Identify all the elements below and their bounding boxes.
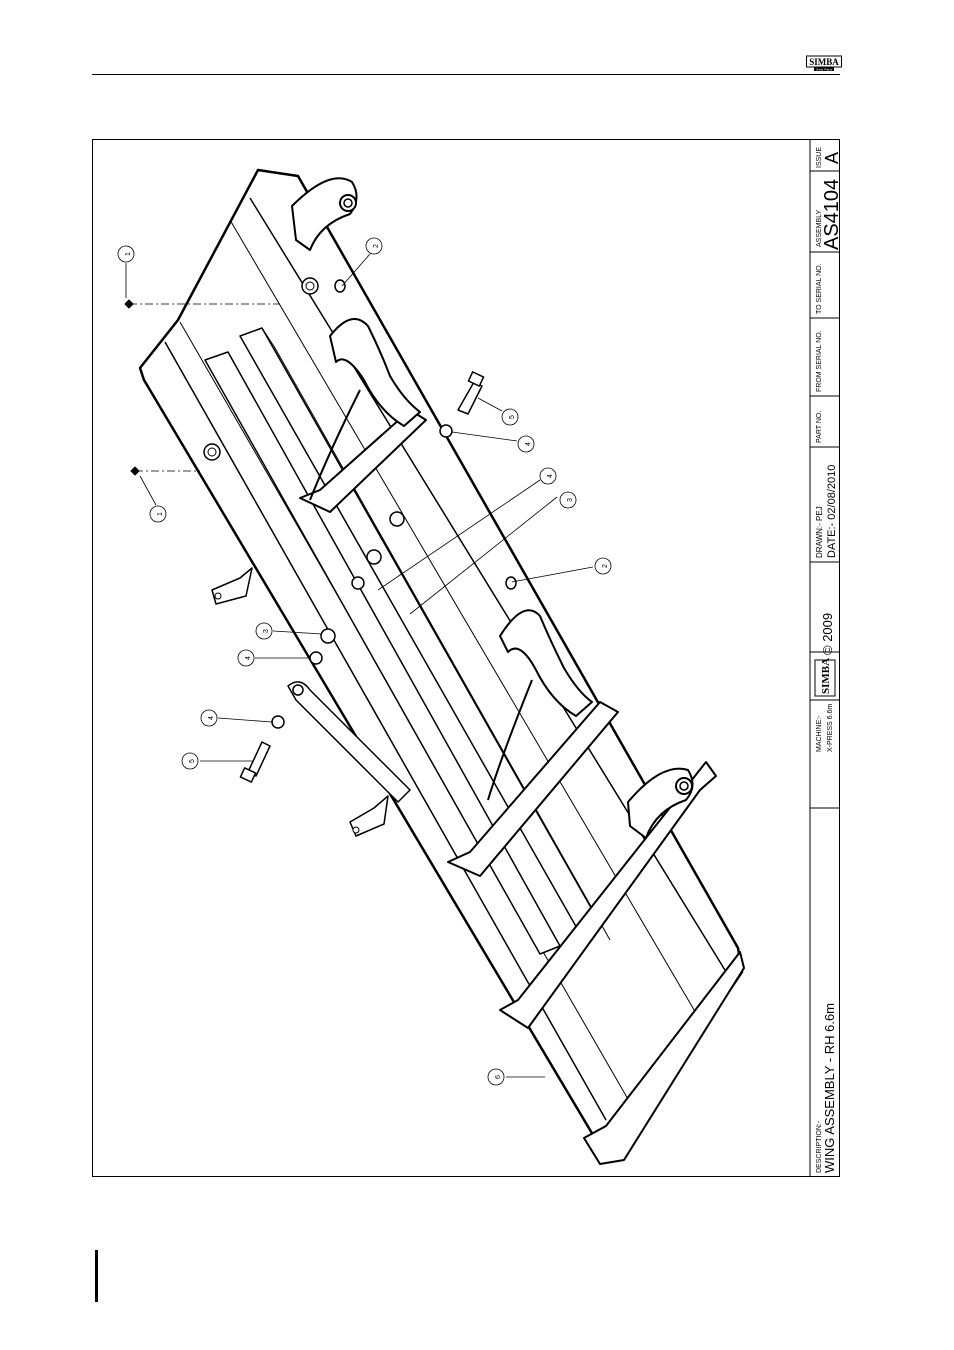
simba-title-logo: SIMBA [815,658,835,696]
machine-label: MACHINE:- [816,715,823,752]
callout-4-upper-a: 4 [547,474,554,478]
callout-3-lower: 3 [263,629,270,633]
drawing-date: DATE:- 02/08/2010 [826,465,838,558]
issue-value: A [822,152,842,164]
footer-bar [95,1250,98,1302]
assembly-number: AS4104 [821,179,843,250]
callout-3-upper: 3 [567,498,574,502]
drawn-by: DRAWN:- PEJ [815,506,824,558]
callout-6: 6 [495,1075,502,1079]
copyright-text: © 2009 [820,613,835,655]
to-serial-label: TO SERIAL NO. [816,263,823,314]
callout-4-lower-a: 4 [208,716,215,720]
callout-5-upper: 5 [509,415,516,419]
callout-4-upper-b: 4 [525,442,532,446]
part-no-label: PART NO. [816,411,823,443]
wing-assembly-drawing [125,170,744,1164]
description-value: WING ASSEMBLY - RH 6.6m [822,1003,837,1173]
callout-1-lower: 1 [157,512,164,516]
callout-5-lower: 5 [189,759,196,763]
svg-text:SIMBA: SIMBA [820,658,832,694]
callout-1-upper: 1 [125,252,132,256]
from-serial-label: FROM SERIAL NO. [816,330,823,392]
machine-value: X-PRESS 6.6m [827,704,834,752]
callout-2-upper: 2 [373,244,380,248]
callout-2-lower: 2 [602,564,609,568]
callout-4-lower-b: 4 [245,656,252,660]
